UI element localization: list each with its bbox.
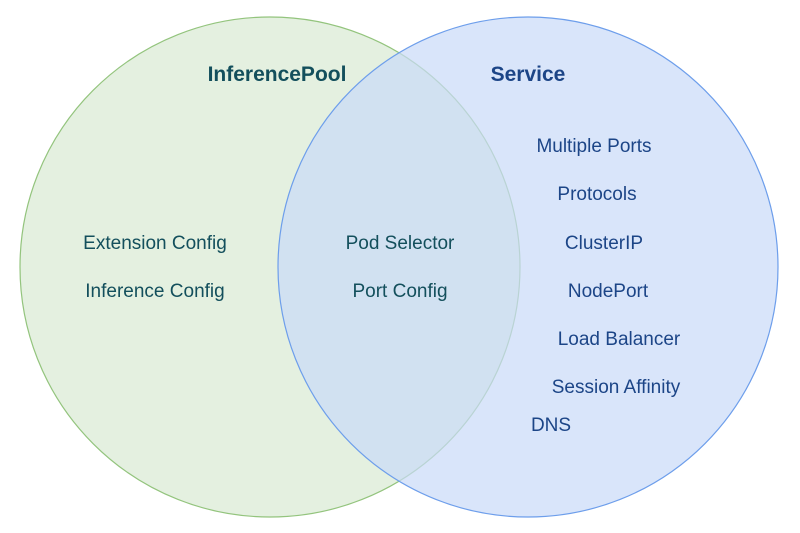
service-title: Service — [491, 63, 566, 86]
overlap-item: Pod Selector — [346, 233, 455, 254]
overlap-item: Port Config — [352, 281, 447, 302]
inferencepool-item: Inference Config — [85, 281, 224, 302]
inferencepool-item: Extension Config — [83, 233, 227, 254]
service-circle — [277, 16, 779, 518]
service-item: Session Affinity — [552, 377, 681, 398]
service-item: NodePort — [568, 281, 649, 302]
inferencepool-title: InferencePool — [208, 63, 347, 86]
service-item: Multiple Ports — [536, 136, 651, 157]
service-item: Load Balancer — [558, 329, 681, 350]
service-item: ClusterIP — [565, 233, 643, 254]
service-item: DNS — [531, 415, 571, 436]
service-item: Protocols — [557, 184, 636, 205]
